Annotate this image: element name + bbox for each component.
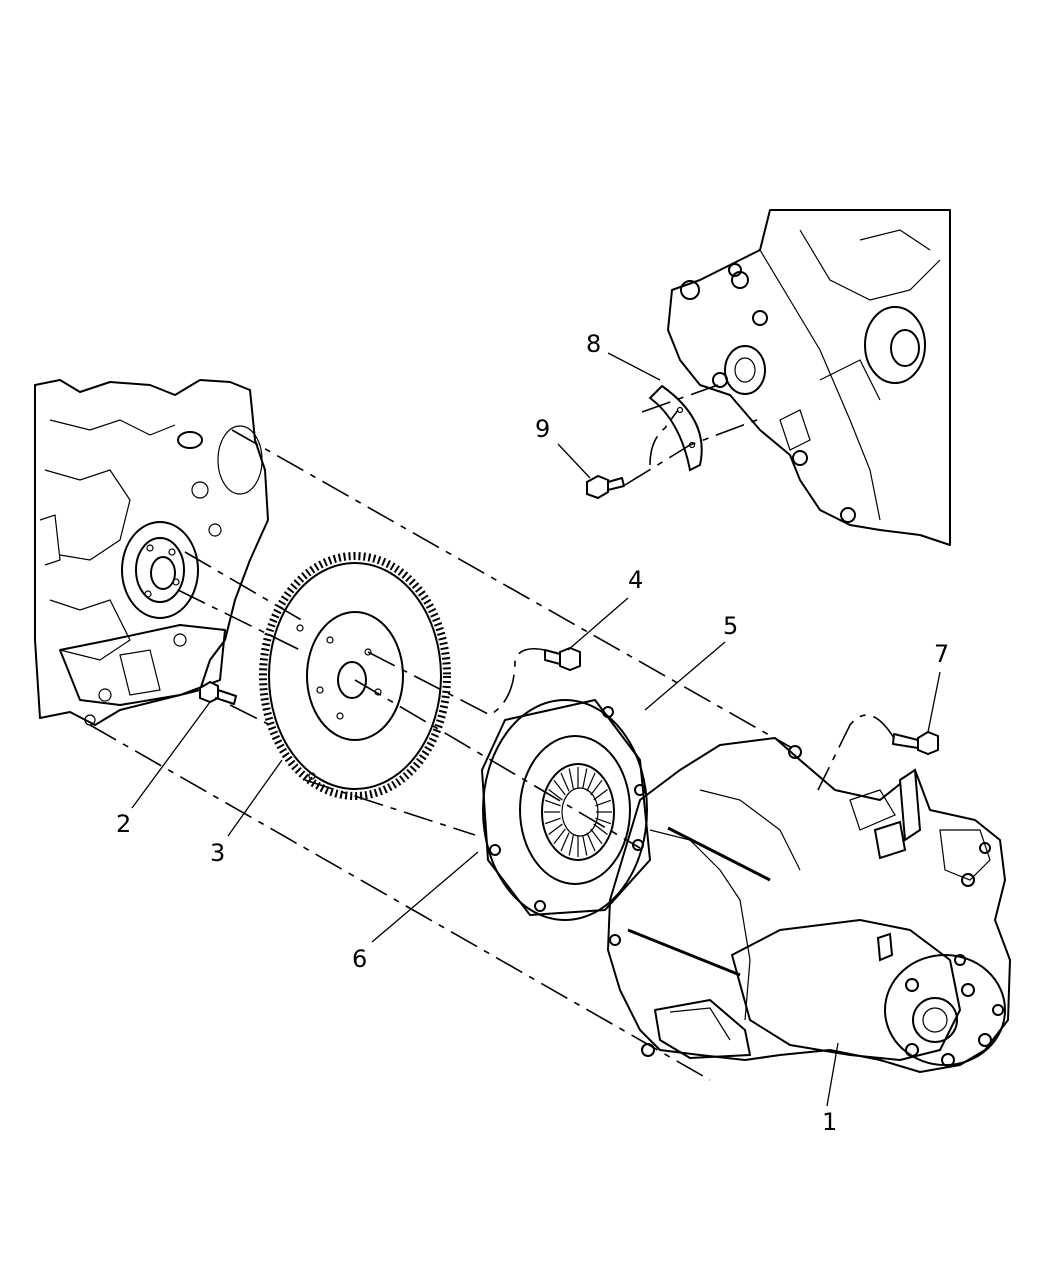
callout-8: 8 <box>586 330 601 358</box>
callout-4: 4 <box>628 566 643 594</box>
callout-6: 6 <box>352 945 367 973</box>
part-1-transaxle <box>607 737 1011 1073</box>
transaxle-housing-inset <box>667 209 951 546</box>
assembly-lines <box>89 384 895 1081</box>
clutch-disc-spoke <box>568 768 574 789</box>
part-4-bolt <box>544 646 581 672</box>
callout-9: 9 <box>535 415 550 443</box>
leader-lines <box>131 352 941 1107</box>
engine-block <box>34 379 269 726</box>
clutch-disc-spoke <box>590 779 603 796</box>
part-2-bolt <box>199 680 237 705</box>
clutch-disc-spoke <box>544 799 561 807</box>
callout-5: 5 <box>723 612 738 640</box>
clutch-disc-spoke <box>548 823 563 835</box>
clutch-disc-spoke <box>595 817 612 825</box>
clutch-disc-spoke <box>593 789 608 801</box>
clutch-disc-spoke <box>568 835 574 856</box>
clutch-disc-spoke <box>582 835 588 856</box>
part-6-clutch-disc <box>544 767 612 857</box>
callout-3: 3 <box>210 839 225 867</box>
clutch-disc-spoke <box>560 832 570 852</box>
clutch-disc-spoke <box>553 779 566 796</box>
callout-7: 7 <box>934 640 949 668</box>
part-8-shield <box>648 384 703 472</box>
part-3-flywheel <box>259 552 451 800</box>
callout-1: 1 <box>822 1108 837 1136</box>
clutch-disc-spoke <box>586 772 596 792</box>
clutch-disc-spoke <box>544 817 561 825</box>
part-9-bolt <box>586 474 625 500</box>
clutch-disc-spoke <box>593 823 608 835</box>
clutch-disc-spoke <box>595 799 612 807</box>
callout-labels: 1 2 3 4 5 6 7 8 9 <box>116 330 949 1136</box>
clutch-disc-spoke <box>560 772 570 792</box>
part-7-bolt <box>892 730 939 756</box>
clutch-disc-spoke <box>582 768 588 789</box>
clutch-disc-spoke <box>553 828 566 845</box>
clutch-disc-spoke <box>590 828 603 845</box>
clutch-disc-spoke <box>548 789 563 801</box>
part-5-pressure-plate <box>481 699 651 921</box>
callout-2: 2 <box>116 810 131 838</box>
clutch-disc-spoke <box>586 832 596 852</box>
